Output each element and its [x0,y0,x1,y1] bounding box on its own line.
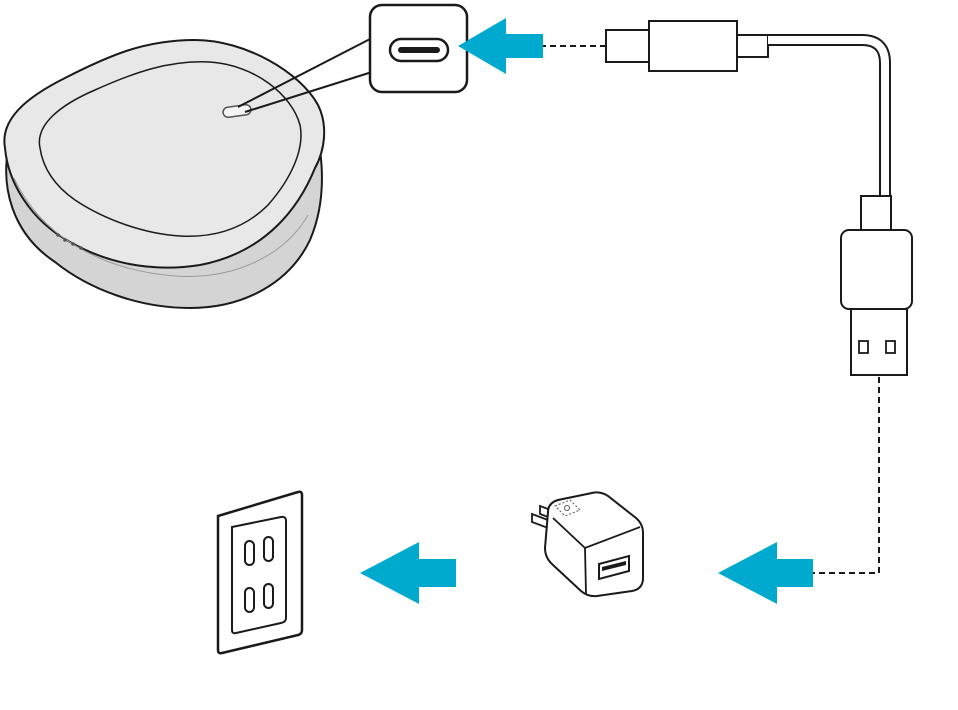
usb-a-plug-strain-relief [860,195,892,231]
callout-leader-top [237,37,373,108]
arrow-cable-to-adapter [718,542,813,604]
callout-leader-bottom [244,71,373,113]
outlet-slot [263,583,274,609]
outlet-slot [244,587,255,613]
usb-cable [540,20,913,574]
adapter-front-edge [584,547,587,595]
usb-power-adapter [531,491,644,598]
case-usb-c-slot [222,103,252,119]
wall-outlet [216,490,304,655]
usb-a-plug-body [840,229,913,310]
usb-c-plug-strain-relief [736,34,769,58]
outlet-slot [263,536,274,562]
usb-a-plug-hole-right [885,340,896,354]
outlet-slot [244,540,255,566]
usb-c-plug-tip [605,29,650,63]
usb-c-port-tongue [398,47,440,53]
usb-c-port-callout [237,3,469,113]
left-arrow-icon [360,542,456,604]
dashed-link-usb-a [812,377,880,574]
arrow-adapter-to-outlet [360,542,456,604]
case-lid [3,38,326,269]
charging-case [3,38,326,310]
adapter-label-dot [564,505,570,511]
led-indicator-dots [56,233,83,250]
left-arrow-icon [458,18,543,74]
case-lid-contour [38,61,302,237]
usb-c-plug-body [648,20,738,72]
cable-wire-outer [768,34,891,196]
left-arrow-icon [718,542,813,604]
case-seam [13,177,309,277]
outlet-face [231,515,287,635]
arrow-cable-to-case [458,18,543,74]
adapter-usb-port-tongue [602,561,626,571]
usb-a-plug-hole-left [858,340,869,354]
cable-wire-inner [768,36,889,196]
